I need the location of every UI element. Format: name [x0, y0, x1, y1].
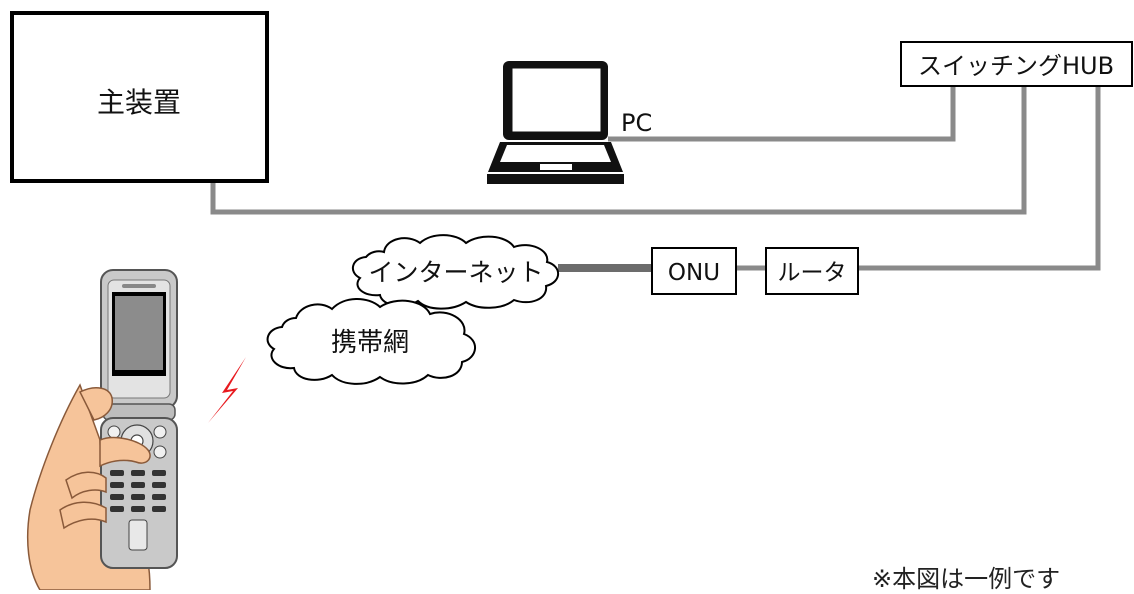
internet-label: インターネット [368, 258, 543, 287]
laptop-icon [487, 61, 624, 184]
mobile-phone-icon [26, 269, 178, 590]
router-box [765, 247, 859, 295]
mobile-network-cloud: 携帯網 [266, 298, 476, 385]
main-unit-box [10, 11, 269, 183]
switching-hub-label: スイッチングHUB [918, 52, 1114, 80]
onu-label: ONU [668, 260, 720, 286]
switching-hub-box [900, 41, 1133, 87]
footnote: ※本図は一例です [872, 565, 1061, 593]
pc-label: PC [621, 109, 652, 137]
router: ルータ [765, 247, 859, 295]
mobile-network-label: 携帯網 [331, 328, 409, 358]
connection-lines [210, 86, 1101, 272]
line-pc-to-hub [608, 86, 956, 142]
line-main-unit-to-hub [210, 86, 1027, 215]
onu: ONU [651, 247, 737, 295]
switching-hub: スイッチングHUB [900, 41, 1133, 87]
line-router-to-hub [858, 86, 1101, 271]
main-unit: 主装置 [10, 11, 269, 183]
main-unit-label: 主装置 [97, 86, 181, 119]
onu-box [651, 247, 737, 295]
router-label: ルータ [778, 260, 847, 286]
internet-cloud: インターネット [351, 234, 560, 310]
wireless-signal-icon [208, 357, 246, 423]
